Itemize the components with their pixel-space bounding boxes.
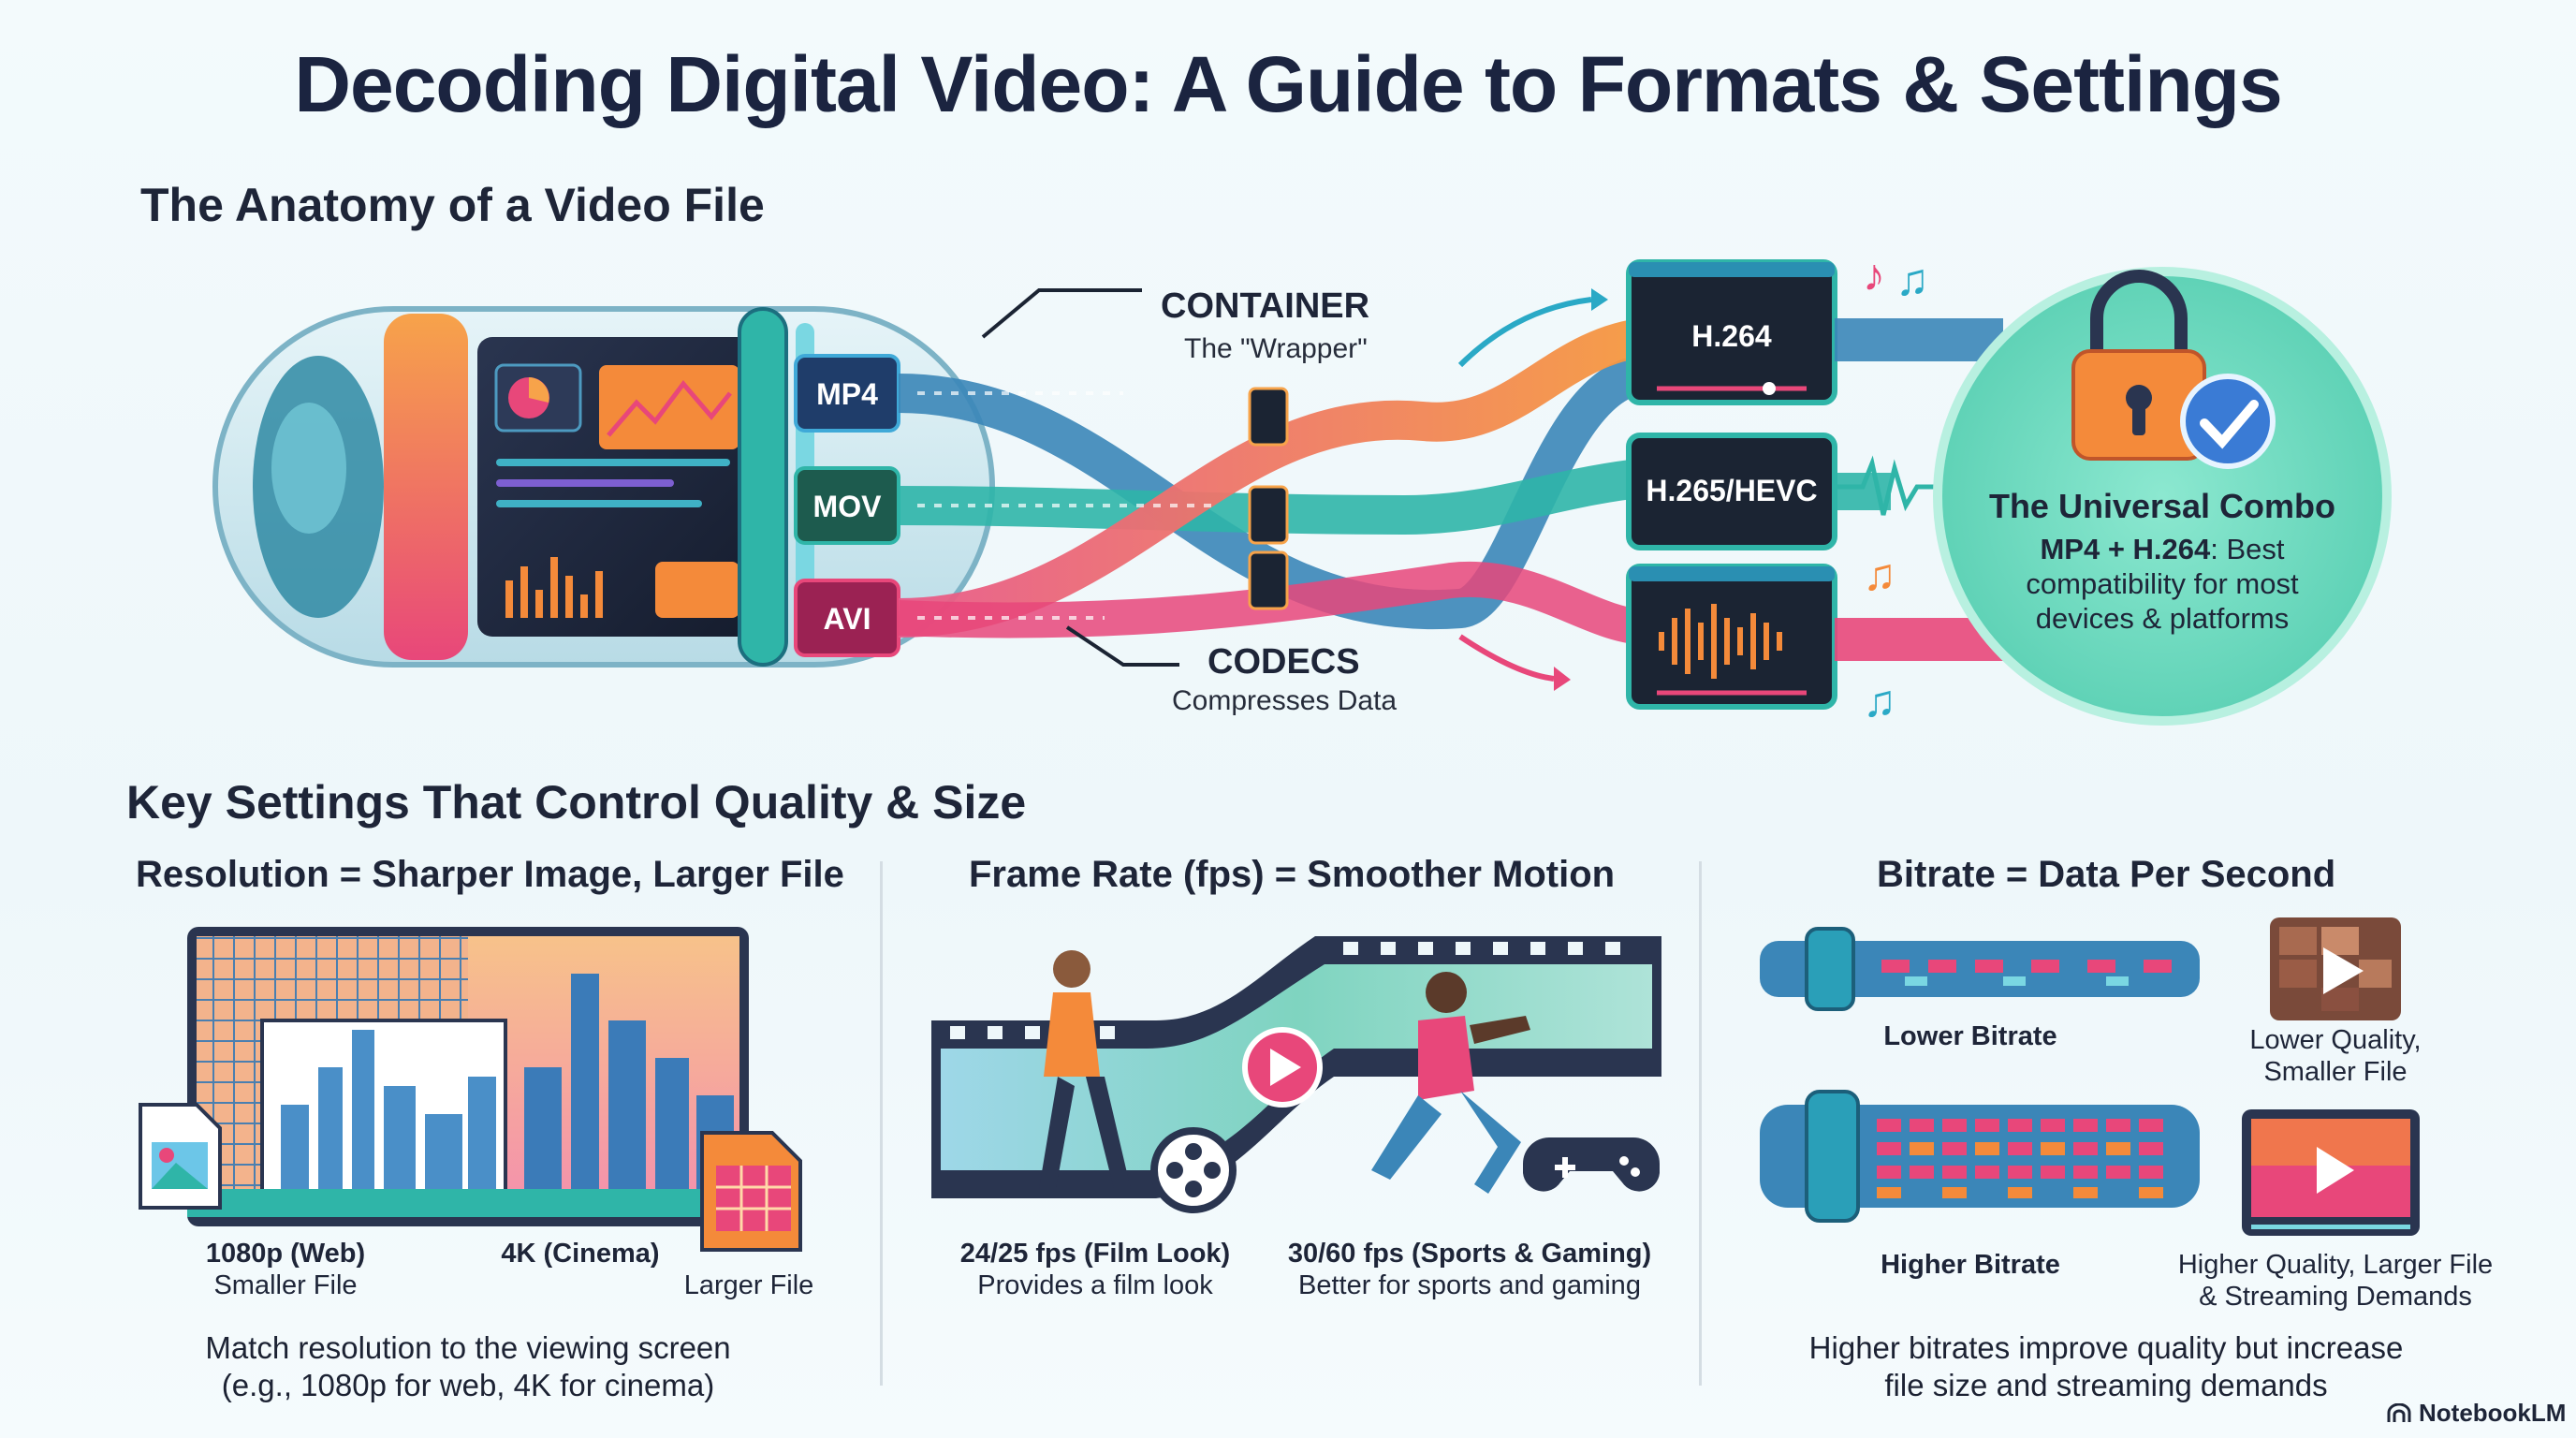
stream-orange [898, 317, 1650, 638]
container-sublabel: The "Wrapper" [1184, 333, 1368, 364]
codecs-label: CODECS [1208, 642, 1360, 682]
universal-combo-desc: : Best compatibility for most devices & … [2026, 533, 2299, 635]
notebook-icon [2387, 1402, 2411, 1422]
bitrate-note: Higher bitrates improve quality but incr… [1750, 1329, 2462, 1404]
anatomy-heading: The Anatomy of a Video File [140, 179, 765, 231]
framerate-illustration [931, 936, 1661, 1213]
high-bitrate-pipe [1760, 1090, 2200, 1223]
column-divider [880, 861, 883, 1386]
music-note-icon: ♫ [1863, 550, 1896, 600]
lock-icon [2071, 270, 2206, 461]
bitrate-heading: Bitrate = Data Per Second [1877, 854, 2336, 895]
stream-blue [898, 355, 1650, 630]
resolution-1080-caption: 1080p (Web) Smaller File [173, 1238, 398, 1301]
container-tab-avi: AVI [794, 579, 900, 657]
lower-bitrate-result-line1: Lower Quality, [2249, 1025, 2422, 1055]
resolution-1080-label: 1080p (Web) [205, 1239, 366, 1269]
lower-bitrate-result: Lower Quality, Smaller File [2218, 1024, 2452, 1088]
container-avi-label: AVI [824, 602, 871, 636]
framerate-30-label: 30/60 fps (Sports & Gaming) [1287, 1239, 1652, 1269]
resolution-4k-sub: Larger File [683, 1270, 814, 1300]
codec-h264-label: H.264 [1691, 319, 1772, 353]
universal-combo-bold: MP4 + H.264 [2040, 533, 2211, 565]
stream-pink [898, 561, 1648, 645]
resolution-note-line2: (e.g., 1080p for web, 4K for cinema) [221, 1368, 715, 1402]
container-tab-mp4: MP4 [794, 354, 900, 433]
resolution-heading: Resolution = Sharper Image, Larger File [136, 854, 844, 895]
higher-bitrate-result-line2: & Streaming Demands [2199, 1282, 2472, 1312]
film-reel-icon [1150, 1127, 1237, 1213]
higher-bitrate-result: Higher Quality, Larger File & Streaming … [2162, 1249, 2509, 1313]
resolution-note: Match resolution to the viewing screen (… [131, 1329, 805, 1404]
container-tab-mov: MOV [794, 466, 900, 545]
resolution-note-line1: Match resolution to the viewing screen [205, 1330, 731, 1365]
capsule-band [384, 314, 468, 660]
codecs-pointer [1065, 625, 1179, 667]
page-title: Decoding Digital Video: A Guide to Forma… [294, 40, 2282, 128]
anatomy-diagram: MP4 MOV AVI H.264 H.265/HEVC [212, 251, 2392, 726]
bitrate-note-line2: file size and streaming demands [1884, 1368, 2328, 1402]
framerate-24-label: 24/25 fps (Film Look) [959, 1239, 1231, 1269]
brand-name: NotebookLM [2419, 1399, 2567, 1427]
image-file-icon [139, 1103, 222, 1210]
resolution-1080-sub: Smaller File [213, 1270, 358, 1300]
codec-box-h265: H.265/HEVC [1626, 433, 1837, 550]
universal-combo-circle [1933, 267, 2392, 726]
resolution-illustration [139, 927, 802, 1252]
universal-combo-title: The Universal Combo [1988, 487, 2336, 525]
bitrate-illustration [1760, 917, 2420, 1236]
higher-bitrate-result-line1: Higher Quality, Larger File [2177, 1250, 2494, 1280]
column-divider [1699, 861, 1702, 1386]
container-mov-label: MOV [813, 490, 883, 523]
gamepad-icon [1523, 1137, 1660, 1192]
codec-box-audio [1626, 564, 1837, 710]
resolution-4k-label: 4K (Cinema) [501, 1239, 660, 1269]
low-quality-thumbnail [2270, 917, 2401, 1020]
framerate-heading: Frame Rate (fps) = Smoother Motion [969, 854, 1616, 895]
container-mp4-label: MP4 [816, 377, 878, 411]
music-note-icon: ♪ [1863, 251, 1885, 301]
lower-bitrate-result-line2: Smaller File [2263, 1057, 2408, 1087]
higher-bitrate-label: Higher Bitrate [1881, 1250, 2060, 1280]
framerate-24-sub: Provides a film look [977, 1270, 1213, 1300]
bitrate-note-line1: Higher bitrates improve quality but incr… [1808, 1330, 2404, 1365]
low-bitrate-pipe [1760, 927, 2200, 1011]
codecs-sublabel: Compresses Data [1172, 685, 1398, 716]
framerate-30-caption: 30/60 fps (Sports & Gaming) Better for s… [1273, 1238, 1666, 1301]
container-label: CONTAINER [1161, 286, 1370, 326]
codec-h265-label: H.265/HEVC [1646, 474, 1817, 507]
settings-heading: Key Settings That Control Quality & Size [126, 776, 1027, 829]
music-note-icon: ♫ [1863, 677, 1896, 726]
codec-box-h264: H.264 [1626, 259, 1837, 405]
brand-mark: NotebookLM [2387, 1399, 2566, 1428]
play-icon [1242, 1027, 1323, 1108]
container-pointer [981, 288, 1142, 339]
universal-combo-text: The Universal Combo MP4 + H.264: Best co… [1975, 487, 2349, 636]
music-note-icon: ♫ [1895, 256, 1929, 305]
image-file-icon [700, 1131, 802, 1252]
running-person [1371, 972, 1530, 1194]
high-quality-thumbnail [2242, 1109, 2420, 1236]
check-badge-icon [2180, 374, 2276, 469]
lower-bitrate-label: Lower Bitrate [1883, 1021, 2057, 1051]
framerate-30-sub: Better for sports and gaming [1298, 1270, 1641, 1300]
framerate-24-caption: 24/25 fps (Film Look) Provides a film lo… [936, 1238, 1254, 1301]
walking-person [1039, 950, 1131, 1189]
